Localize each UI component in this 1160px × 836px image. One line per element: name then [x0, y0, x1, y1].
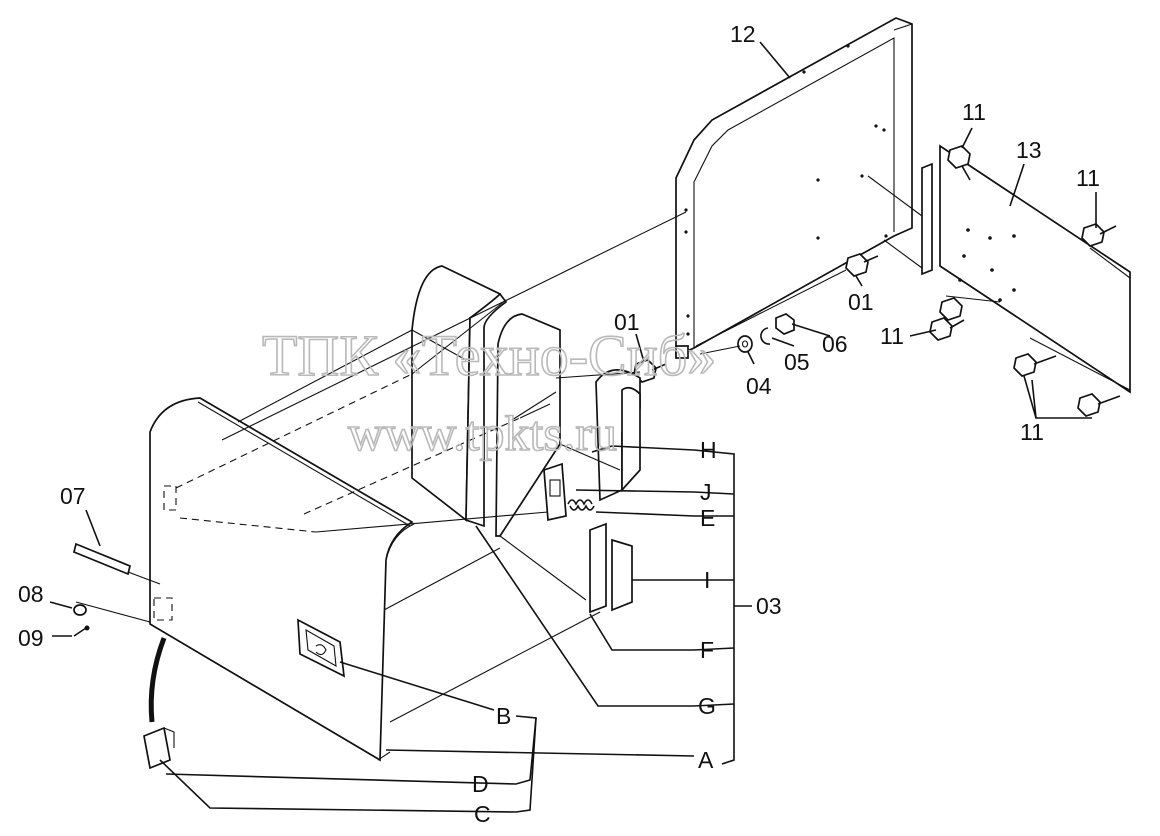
label-E: E: [700, 505, 715, 531]
watermark: ТПК «Техно-Сиб» www.tpkts.ru: [261, 322, 717, 462]
bolt-11-right-icon: [1081, 223, 1117, 247]
label-04: 04: [746, 373, 772, 399]
label-09: 09: [18, 625, 44, 651]
label-I: I: [704, 567, 710, 593]
bolt-11-lower-icon: [1013, 353, 1121, 417]
watermark-line-2: www.tpkts.ru: [348, 405, 617, 461]
label-C: C: [474, 801, 491, 827]
washer-04-icon: [737, 335, 753, 353]
callout-labels: 12 11 13 11 01 01 11 06 05 04 11 H J E 0…: [18, 21, 1100, 827]
bar-07-icon: [72, 542, 132, 576]
leader-lines: [49, 41, 1097, 813]
label-13: 13: [1016, 137, 1042, 163]
bolt-11-top-icon: [947, 145, 971, 181]
label-D: D: [472, 771, 489, 797]
door-strap-D: [148, 637, 167, 723]
label-H: H: [700, 437, 717, 463]
label-05: 05: [784, 349, 810, 375]
label-B: B: [496, 703, 511, 729]
label-F: F: [700, 637, 714, 663]
label-11-lower: 11: [1020, 419, 1044, 445]
bolts-group: [633, 145, 1121, 417]
door-panel-front: [149, 397, 415, 762]
watermark-line-1: ТПК «Техно-Сиб»: [262, 323, 716, 388]
door-stop-C: [143, 726, 175, 770]
label-01-mid: 01: [848, 289, 874, 315]
label-12: 12: [730, 21, 756, 47]
latch-bracket-J: [543, 462, 567, 522]
label-08: 08: [18, 581, 44, 607]
door-handle-B: [297, 618, 346, 678]
label-11-mid: 11: [880, 323, 904, 349]
label-07: 07: [60, 483, 86, 509]
frame-part-12: [675, 17, 913, 359]
bolt-01-right-icon: [845, 253, 879, 277]
spring-E-icon: [567, 499, 595, 511]
label-03: 03: [756, 593, 782, 619]
side-panel-rear: [411, 265, 508, 528]
label-A: A: [698, 747, 714, 773]
plate-part-13: [867, 144, 1131, 394]
nut-06-icon: [775, 313, 795, 335]
assembly-lines: [75, 211, 847, 723]
label-11-right: 11: [1076, 165, 1100, 191]
pin-09-icon: [73, 625, 90, 637]
washer-04-hole: [741, 340, 749, 348]
spring-washer-05-icon: [760, 327, 771, 345]
washer-08-icon: [73, 604, 87, 616]
bolt-11-mid-icon: [929, 297, 965, 341]
label-G: G: [698, 693, 716, 719]
label-06: 06: [822, 331, 848, 357]
label-01-top: 01: [614, 309, 640, 335]
label-11-top: 11: [962, 99, 986, 125]
label-J: J: [700, 479, 712, 505]
